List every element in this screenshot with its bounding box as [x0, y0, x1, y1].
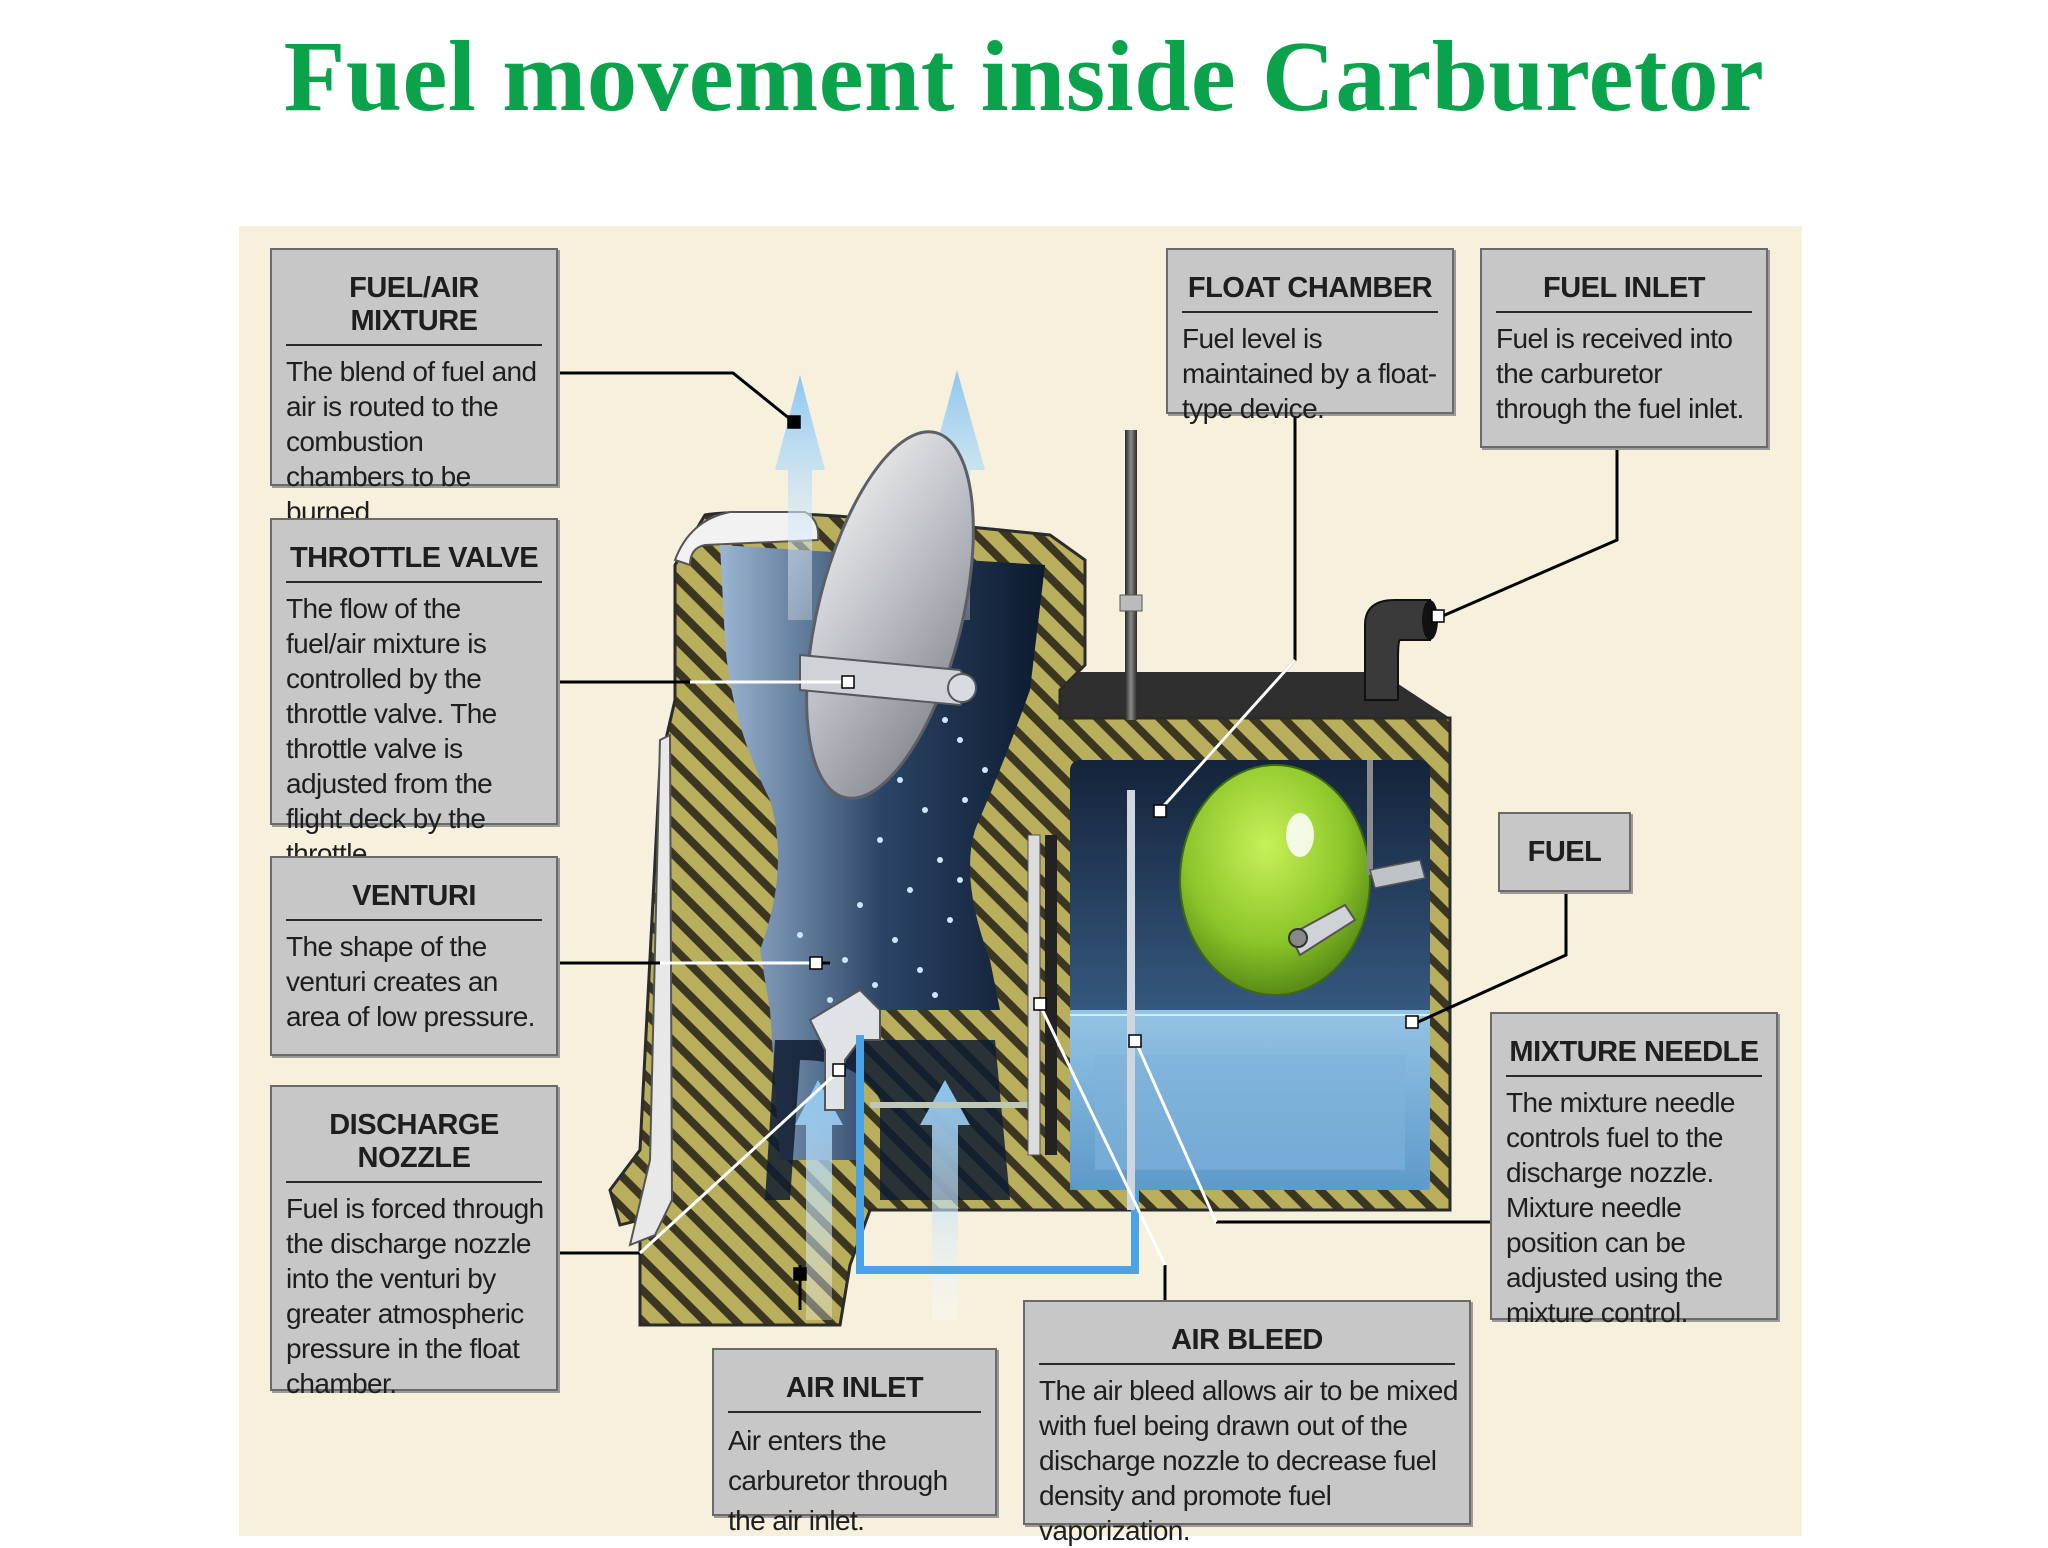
leader-lines-white [638, 658, 1297, 1266]
float-chamber-lid [1058, 672, 1450, 718]
label-throttle-valve: THROTTLE VALVE The flow of the fuel/air … [270, 518, 558, 869]
label-body: Fuel level is maintained by a float-type… [1182, 323, 1437, 424]
mixture-needle [1119, 430, 1143, 1210]
label-heading: THROTTLE VALVE [286, 542, 542, 583]
label-heading: DISCHARGE NOZZLE [286, 1109, 542, 1183]
label-heading: FLOAT CHAMBER [1182, 272, 1438, 313]
label-heading: AIR INLET [728, 1372, 981, 1413]
label-venturi: VENTURI The shape of the venturi creates… [270, 856, 558, 1056]
label-mixture-needle: MIXTURE NEEDLE The mixture needle contro… [1490, 1012, 1778, 1328]
label-fuel-inlet: FUEL INLET Fuel is received into the car… [1480, 248, 1768, 448]
label-body: The shape of the venturi creates an area… [286, 931, 535, 1032]
float [1179, 760, 1426, 996]
label-body: Fuel is forced through the discharge noz… [286, 1193, 544, 1399]
label-heading: AIR BLEED [1039, 1324, 1455, 1365]
label-air-inlet: AIR INLET Air enters the carburetor thro… [712, 1348, 997, 1536]
label-float-chamber: FLOAT CHAMBER Fuel level is maintained b… [1166, 248, 1454, 424]
leader-markers [787, 415, 1445, 1281]
label-heading: MIXTURE NEEDLE [1506, 1036, 1762, 1077]
label-heading: VENTURI [286, 880, 542, 921]
page-title: Fuel movement inside Carburetor [283, 20, 1765, 132]
label-fuel-air-mixture: FUEL/AIR MIXTURE The blend of fuel and a… [270, 248, 558, 527]
fuel-inlet-pipe [1364, 599, 1438, 701]
label-discharge-nozzle: DISCHARGE NOZZLE Fuel is forced through … [270, 1085, 558, 1399]
air-bleed-tube [1027, 834, 1057, 1156]
label-fuel: FUEL [1498, 812, 1631, 892]
label-body: The mixture needle controls fuel to the … [1506, 1087, 1735, 1328]
label-body: The blend of fuel and air is routed to t… [286, 356, 537, 527]
label-heading: FUEL INLET [1496, 272, 1752, 313]
label-body: The flow of the fuel/air mixture is cont… [286, 593, 497, 869]
label-body: Fuel is received into the carburetor thr… [1496, 323, 1744, 424]
label-heading: FUEL [1527, 836, 1602, 868]
throttle-valve-disc [799, 430, 977, 800]
label-body: Air enters the carburetor through the ai… [728, 1425, 948, 1536]
label-air-bleed: AIR BLEED The air bleed allows air to be… [1023, 1300, 1471, 1546]
air-flow-arrows [775, 370, 985, 1320]
label-heading: FUEL/AIR MIXTURE [286, 272, 542, 346]
label-body: The air bleed allows air to be mixed wit… [1039, 1375, 1458, 1546]
